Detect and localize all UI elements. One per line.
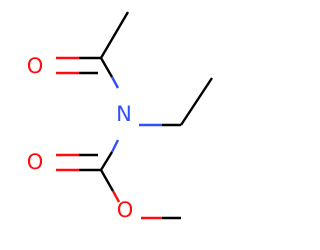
bond-acetyl-carbon-to-nitrogen-n (110, 76, 120, 89)
atom-label-oxygen-acetyl: O (27, 54, 44, 78)
bond-nitrogen-to-carbamate-carbon-c (99, 151, 114, 171)
atom-label-oxygen-carbonyl: O (27, 150, 44, 174)
atom-label-oxygen-ester: O (117, 198, 134, 222)
bonds (56, 11, 214, 220)
bond-ethyl-ch2-to-ch3 (179, 77, 214, 126)
bond-carbamate-carbon-to-ester-oxygen-c (99, 169, 115, 192)
bond-carbamate-carbon-to-ester-oxygen-o (111, 190, 121, 203)
bond-nitrogen-to-carbamate-carbon-n (110, 139, 120, 153)
atom-labels: O N O O (27, 54, 134, 222)
bond-methyl-to-carbonyl-carbon (99, 11, 130, 59)
atom-label-nitrogen: N (116, 102, 132, 126)
structure-diagram: O N O O (27, 11, 214, 222)
bond-acetyl-carbon-to-nitrogen-carbon (99, 57, 114, 78)
